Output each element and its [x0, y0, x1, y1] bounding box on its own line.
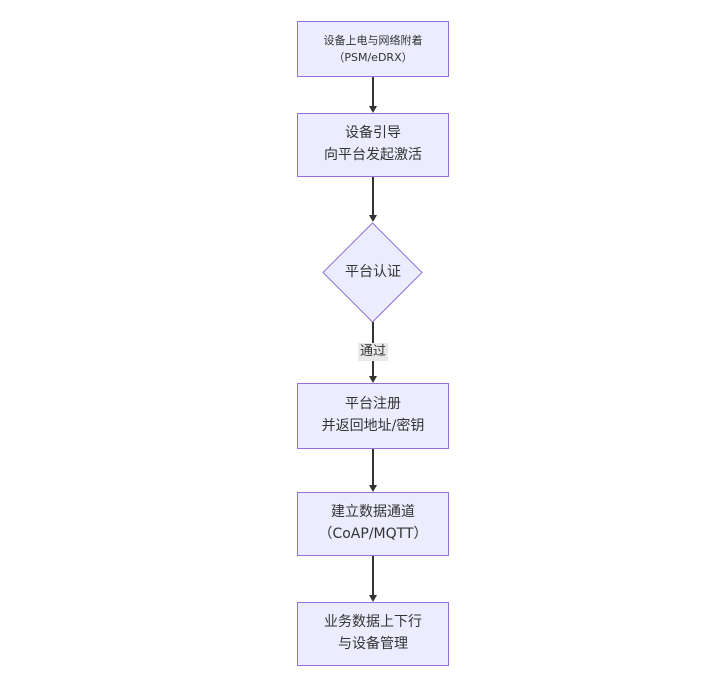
- node-text-line1: 设备上电与网络附着: [323, 33, 423, 47]
- arrowhead-down-icon: [368, 595, 377, 602]
- node-text-line1: 设备引导: [345, 125, 401, 142]
- arrowhead-down-icon: [368, 485, 377, 492]
- flow-node-data-channel: 建立数据通道 （CoAP/MQTT）: [297, 492, 449, 556]
- node-text-line2: 与设备管理: [338, 636, 408, 652]
- flow-node-business-data: 业务数据上下行 与设备管理: [297, 602, 449, 666]
- node-text-line1: 业务数据上下行: [324, 614, 422, 631]
- flow-node-platform-register: 平台注册 并返回地址/密钥: [297, 383, 449, 449]
- node-text-line2: 向平台发起激活: [324, 147, 422, 163]
- node-text-line2: （CoAP/MQTT）: [318, 526, 428, 542]
- edge-line-4: [372, 449, 374, 485]
- arrowhead-down-icon: [368, 376, 377, 383]
- node-text-line1: 建立数据通道: [331, 504, 415, 521]
- decision-label: 平台认证: [345, 264, 401, 280]
- edge-line-2: [372, 177, 374, 215]
- arrowhead-down-icon: [368, 215, 377, 222]
- flow-node-bootstrap-activate: 设备引导 向平台发起激活: [297, 113, 449, 177]
- node-text-line2: （PSM/eDRX）: [333, 51, 413, 64]
- edge-line-5: [372, 556, 374, 595]
- node-text-line2: 并返回地址/密钥: [321, 418, 425, 434]
- flow-node-power-attach: 设备上电与网络附着 （PSM/eDRX）: [297, 21, 449, 77]
- node-text-line1: 平台注册: [345, 396, 401, 413]
- edge-line-1: [372, 77, 374, 106]
- arrowhead-down-icon: [368, 106, 377, 113]
- edge-label-pass: 通过: [357, 343, 389, 362]
